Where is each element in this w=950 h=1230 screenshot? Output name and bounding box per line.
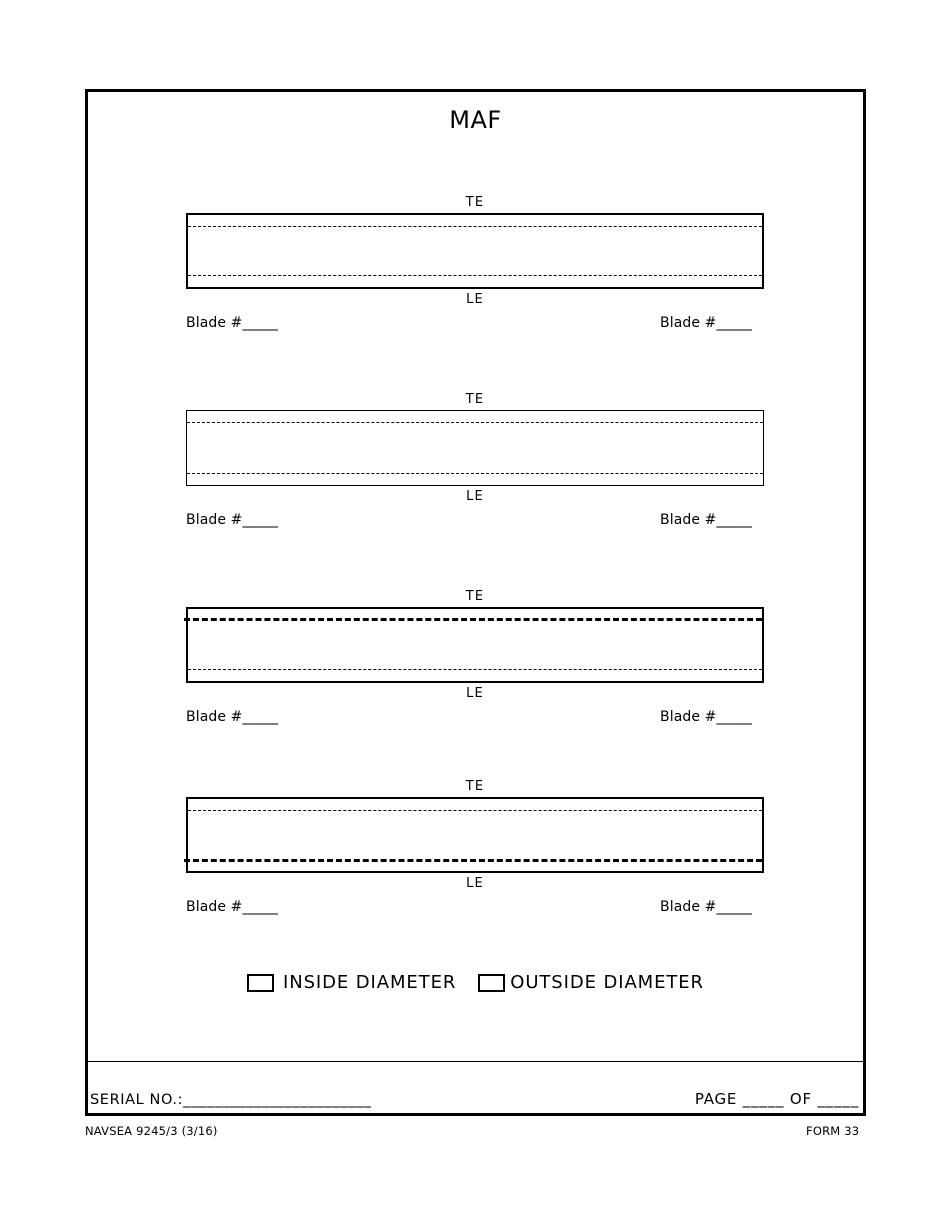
inside-diameter-option[interactable]: INSIDE DIAMETER — [247, 972, 456, 993]
serial-number-blank: ________________________ — [183, 1092, 372, 1108]
total-pages-blank: _____ — [817, 1090, 859, 1108]
blade-group-4: TE LE Blade #_____ Blade #_____ — [184, 779, 764, 921]
blade-number-left[interactable]: Blade #_____ — [186, 512, 278, 528]
page-number-field[interactable]: PAGE _____ OF _____ — [695, 1090, 859, 1108]
blade-number-left[interactable]: Blade #_____ — [186, 899, 278, 915]
blade-profile-box-3[interactable] — [184, 607, 764, 683]
blade-profile-box-4[interactable] — [184, 797, 764, 873]
page-label: PAGE — [694, 1090, 738, 1108]
blade-profile-box-2[interactable] — [186, 410, 764, 486]
chord-line-bottom — [187, 473, 763, 474]
leading-edge-label: LE — [466, 876, 484, 891]
blade-number-row-2: Blade #_____ Blade #_____ — [186, 512, 764, 534]
chord-line-top — [188, 226, 762, 227]
trailing-edge-label: TE — [465, 779, 485, 794]
diameter-selection-row: INSIDE DIAMETER OUTSIDE DIAMETER — [88, 972, 863, 993]
inside-diameter-label: INSIDE DIAMETER — [283, 972, 457, 993]
inside-diameter-checkbox[interactable] — [247, 973, 275, 992]
blade-number-right[interactable]: Blade #_____ — [660, 512, 752, 528]
serial-number-label: SERIAL NO.: — [90, 1092, 184, 1108]
leading-edge-label: LE — [466, 686, 484, 701]
footer-fields: SERIAL NO.:________________________ PAGE… — [88, 1084, 863, 1108]
blade-number-right[interactable]: Blade #_____ — [660, 709, 752, 725]
blade-number-row-1: Blade #_____ Blade #_____ — [186, 315, 764, 337]
blade-group-3: TE LE Blade #_____ Blade #_____ — [184, 589, 764, 731]
blade-number-right[interactable]: Blade #_____ — [660, 899, 752, 915]
form-number-left: NAVSEA 9245/3 (3/16) — [85, 1124, 218, 1138]
trailing-edge-label: TE — [465, 195, 485, 210]
blade-number-row-4: Blade #_____ Blade #_____ — [186, 899, 764, 921]
trailing-edge-label: TE — [465, 589, 485, 604]
chord-line-bottom — [188, 275, 762, 276]
trailing-edge-label: TE — [465, 392, 485, 407]
blade-group-2: TE LE Blade #_____ Blade #_____ — [186, 392, 764, 534]
chord-line-bottom — [188, 669, 762, 670]
outside-diameter-checkbox[interactable] — [478, 973, 506, 992]
footer-divider — [88, 1061, 863, 1062]
leading-edge-label: LE — [466, 489, 484, 504]
blade-number-right[interactable]: Blade #_____ — [660, 315, 752, 331]
chord-line-top — [188, 810, 762, 811]
outside-diameter-option[interactable]: OUTSIDE DIAMETER — [478, 972, 704, 993]
blade-profile-box-1[interactable] — [186, 213, 764, 289]
page-number-blank: _____ — [742, 1090, 785, 1108]
blade-number-row-3: Blade #_____ Blade #_____ — [186, 709, 764, 731]
leading-edge-label: LE — [466, 292, 484, 307]
blade-number-left[interactable]: Blade #_____ — [186, 315, 278, 331]
chord-line-top — [184, 618, 762, 621]
blade-number-left[interactable]: Blade #_____ — [186, 709, 278, 725]
of-label: OF — [789, 1090, 812, 1108]
chord-line-top — [187, 422, 763, 423]
serial-number-field[interactable]: SERIAL NO.:________________________ — [90, 1092, 372, 1108]
blade-group-1: TE LE Blade #_____ Blade #_____ — [186, 195, 764, 337]
chord-line-bottom — [184, 859, 762, 862]
form-number-right: FORM 33 — [806, 1124, 860, 1138]
form-sheet: MAF TE LE Blade #_____ Blade #_____ TE L… — [85, 89, 866, 1116]
page-title: MAF — [449, 106, 502, 134]
outside-diameter-label: OUTSIDE DIAMETER — [510, 972, 704, 993]
